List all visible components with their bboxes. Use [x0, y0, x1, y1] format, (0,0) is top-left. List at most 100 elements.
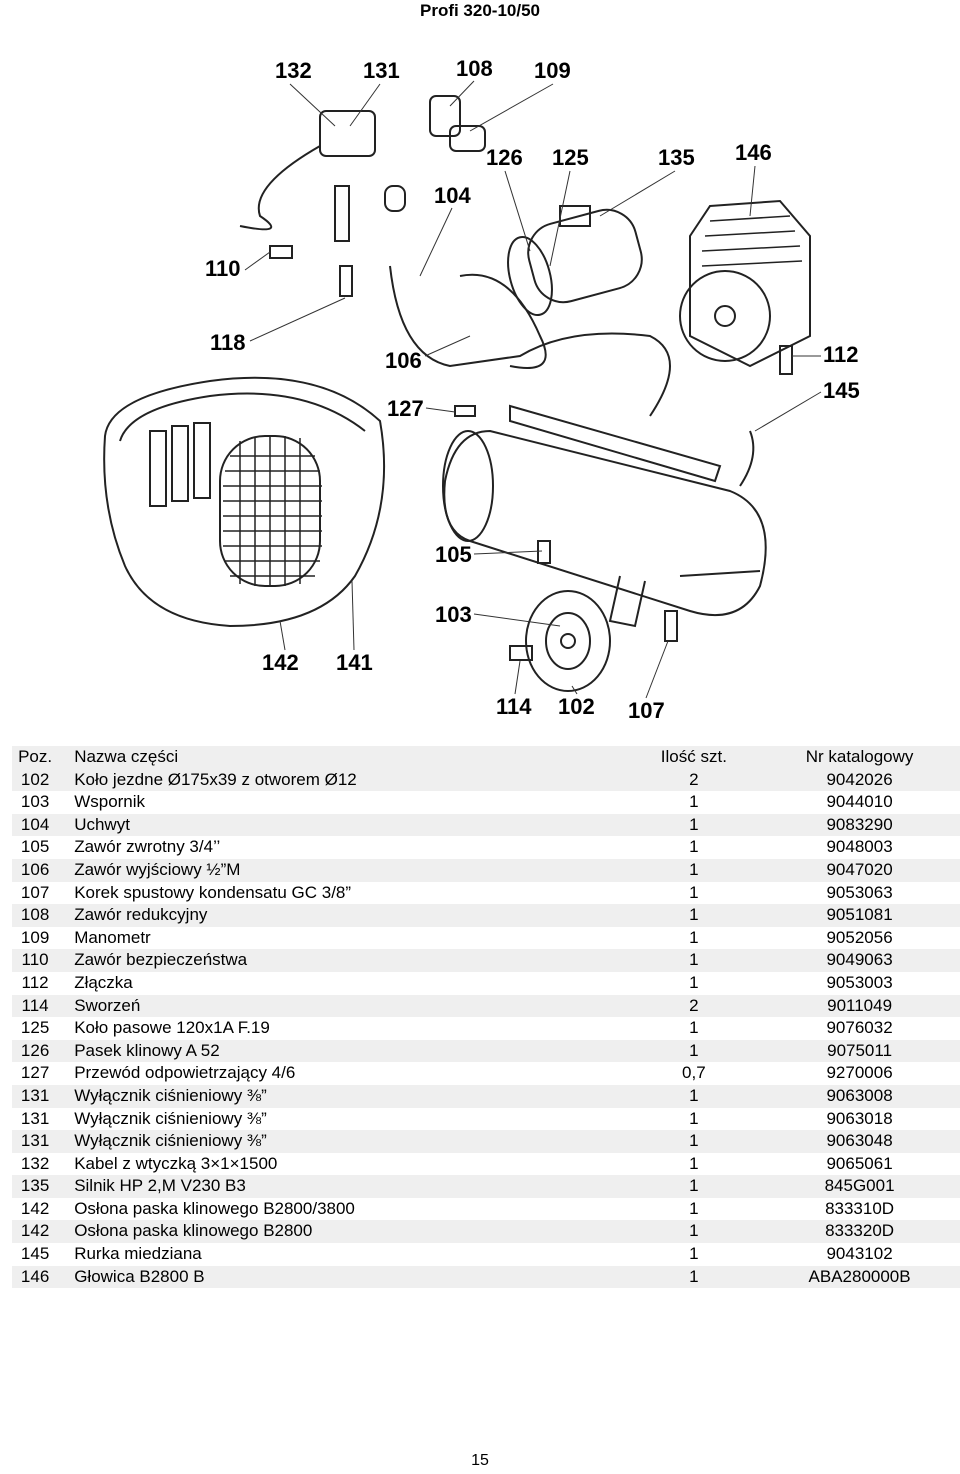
compressor-drawing: 132 131 108 109 126 125 135 146 104 110 … [103, 56, 860, 723]
cell-catalog: 9063018 [826, 1108, 893, 1128]
cell-pos: 103 [20, 792, 50, 812]
cell-qty: 1 [689, 837, 699, 857]
cell-name: Korek spustowy kondensatu GC 3/8” [74, 882, 352, 902]
cell-qty: 1 [689, 1221, 699, 1241]
cell-qty: 1 [689, 792, 699, 812]
cell-qty: 2 [689, 769, 699, 789]
cell-name: Osłona paska klinowego B2800/3800 [74, 1198, 355, 1218]
cell-catalog: 9052056 [826, 927, 893, 947]
cell-name: Zawór redukcyjny [74, 905, 208, 925]
callout-146: 146 [735, 140, 772, 165]
callout-105: 105 [435, 542, 472, 567]
cell-pos: 127 [20, 1063, 50, 1083]
cell-qty: 1 [689, 972, 699, 992]
cell-catalog: 9053063 [826, 882, 893, 902]
cell-catalog: 9065061 [826, 1153, 893, 1173]
cell-qty: 1 [689, 1085, 699, 1105]
cell-pos: 126 [20, 1040, 50, 1060]
cell-pos: 105 [20, 837, 50, 857]
cell-qty: 1 [689, 1108, 699, 1128]
table-header-row: Poz. Nazwa części Ilość szt. Nr katalogo… [12, 746, 960, 769]
cell-pos: 135 [20, 1176, 50, 1196]
pump-head-drawing [679, 199, 811, 368]
motor-drawing [507, 205, 643, 316]
cell-qty: 1 [689, 905, 699, 925]
callout-103: 103 [435, 602, 472, 627]
callout-132: 132 [275, 58, 312, 83]
cell-catalog: 9044010 [826, 792, 893, 812]
cell-name: Koło pasowe 120x1A F.19 [74, 1018, 270, 1038]
cell-catalog: 9047020 [826, 859, 893, 879]
cell-qty: 1 [689, 1198, 699, 1218]
cell-name: Kabel z wtyczką 3×1×1500 [74, 1153, 278, 1173]
cell-qty: 1 [689, 1040, 699, 1060]
cell-name: Silnik HP 2,M V230 B3 [74, 1176, 246, 1196]
cell-pos: 131 [20, 1131, 50, 1151]
cell-catalog: 9048003 [826, 837, 893, 857]
cell-pos: 131 [20, 1108, 50, 1128]
cell-catalog: 9076032 [826, 1018, 893, 1038]
cell-name: Uchwyt [74, 814, 130, 834]
callout-145: 145 [823, 378, 860, 403]
cell-pos: 102 [20, 769, 50, 789]
callout-104: 104 [434, 183, 471, 208]
cell-pos: 114 [21, 995, 49, 1015]
cell-name: Wspornik [74, 792, 146, 812]
cell-pos: 131 [20, 1085, 50, 1105]
cell-catalog: 9270006 [826, 1063, 893, 1083]
callout-114: 114 [496, 694, 532, 719]
callout-131: 131 [363, 58, 400, 83]
cell-pos: 132 [20, 1153, 50, 1173]
header-name: Nazwa części [74, 747, 179, 766]
cell-pos: 145 [20, 1244, 50, 1264]
callout-108: 108 [456, 56, 493, 81]
callout-109: 109 [534, 58, 571, 83]
cell-qty: 0,7 [682, 1063, 706, 1083]
cell-catalog: 833320D [825, 1221, 895, 1241]
cell-name: Wyłącznik ciśnieniowy ⅜” [74, 1131, 267, 1151]
cell-pos: 142 [20, 1198, 50, 1218]
cell-catalog: 9063008 [826, 1085, 893, 1105]
cell-catalog: 9011049 [827, 995, 893, 1015]
cell-catalog: 9043102 [826, 1244, 893, 1264]
callout-141: 141 [336, 650, 373, 675]
exploded-parts-diagram: 132 131 108 109 126 125 135 146 104 110 … [90, 36, 950, 736]
cell-qty: 1 [689, 1266, 699, 1286]
callout-142: 142 [262, 650, 299, 675]
cell-pos: 110 [21, 950, 49, 970]
callout-107: 107 [628, 698, 665, 723]
callout-126: 126 [486, 145, 523, 170]
page-title: Profi 320-10/50 [419, 1, 540, 20]
cell-qty: 1 [689, 814, 699, 834]
tank-drawing [442, 404, 767, 628]
header-qty: Ilość szt. [660, 747, 727, 766]
cell-qty: 1 [689, 1244, 699, 1264]
cell-qty: 1 [689, 1018, 699, 1038]
callout-127: 127 [387, 396, 424, 421]
callout-102: 102 [558, 694, 595, 719]
cell-name: Pasek klinowy A 52 [74, 1040, 220, 1060]
cell-qty: 1 [689, 1153, 699, 1173]
cell-name: Zawór zwrotny 3/4’’ [74, 837, 221, 857]
cell-qty: 1 [689, 1176, 699, 1196]
cell-pos: 108 [20, 905, 50, 925]
cell-name: Sworzeń [74, 995, 141, 1015]
table-row: 103 Wspornik 1 9044010 [12, 791, 960, 814]
header-catalog: Nr katalogowy [805, 747, 914, 766]
callout-135: 135 [658, 145, 695, 170]
